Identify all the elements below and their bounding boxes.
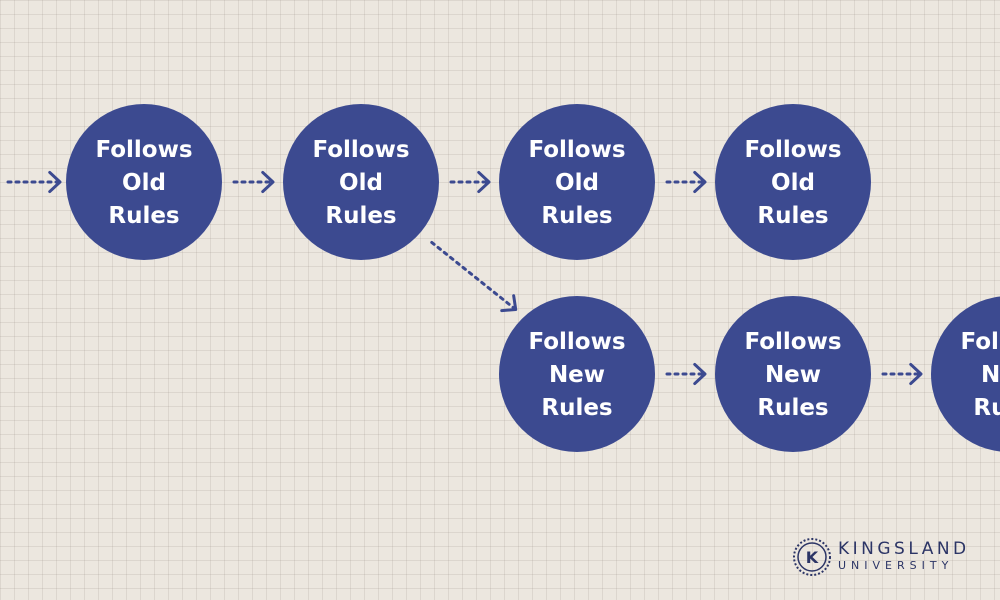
arrow-head-icon	[48, 170, 62, 194]
node-label-line: Rules	[325, 203, 396, 229]
node-label-line: Old	[555, 170, 599, 196]
edges-layer	[6, 170, 923, 386]
arrow-head-icon	[477, 170, 491, 194]
node-label-line: Rules	[541, 395, 612, 421]
node-label-line: Rules	[757, 203, 828, 229]
node-circle	[715, 296, 871, 452]
node-circle	[715, 104, 871, 260]
arrow-n2-n5	[430, 240, 518, 313]
arrow-n6-n7	[881, 362, 923, 386]
logo-name: KINGSLAND	[838, 539, 970, 559]
node-label-line: Follows	[528, 137, 625, 163]
arrow-n3-n4	[665, 170, 707, 194]
kingsland-logo: K KINGSLAND UNIVERSITY	[792, 537, 982, 579]
arrow-head-icon	[261, 170, 275, 194]
arrow-head-icon	[500, 294, 518, 313]
arrow-head-icon	[693, 362, 707, 386]
node-label-line: Rules	[108, 203, 179, 229]
node-label-line: Old	[339, 170, 383, 196]
node-label-line: Old	[122, 170, 166, 196]
arrow-n2-n3	[449, 170, 491, 194]
node-label-line: Rules	[973, 395, 1000, 421]
arrow-head-icon	[909, 362, 923, 386]
node-label-line: New	[549, 362, 605, 388]
node-label-line: Rules	[541, 203, 612, 229]
node-label-line: Old	[771, 170, 815, 196]
arrow-n1-n2	[232, 170, 275, 194]
node-circle	[931, 296, 1000, 452]
arrow-line	[430, 240, 518, 312]
node-label-line: Follows	[528, 329, 625, 355]
node-label-line: New	[765, 362, 821, 388]
node-circle	[499, 296, 655, 452]
node-circle	[66, 104, 222, 260]
node-circle	[283, 104, 439, 260]
logo-seal-icon: K	[793, 538, 831, 576]
logo-subtitle: UNIVERSITY	[838, 559, 954, 572]
arrow-n5-n6	[665, 362, 707, 386]
node-label-line: Follows	[312, 137, 409, 163]
arrow-head-icon	[693, 170, 707, 194]
logo-letter: K	[806, 548, 819, 567]
node-label-line: Follows	[744, 137, 841, 163]
node-label-line: Follows	[95, 137, 192, 163]
node-label-line: Follows	[960, 329, 1000, 355]
node-label-line: Rules	[757, 395, 828, 421]
node-label-line: New	[981, 362, 1000, 388]
node-label-line: Follows	[744, 329, 841, 355]
arrow-start-n1	[6, 170, 62, 194]
node-circle	[499, 104, 655, 260]
